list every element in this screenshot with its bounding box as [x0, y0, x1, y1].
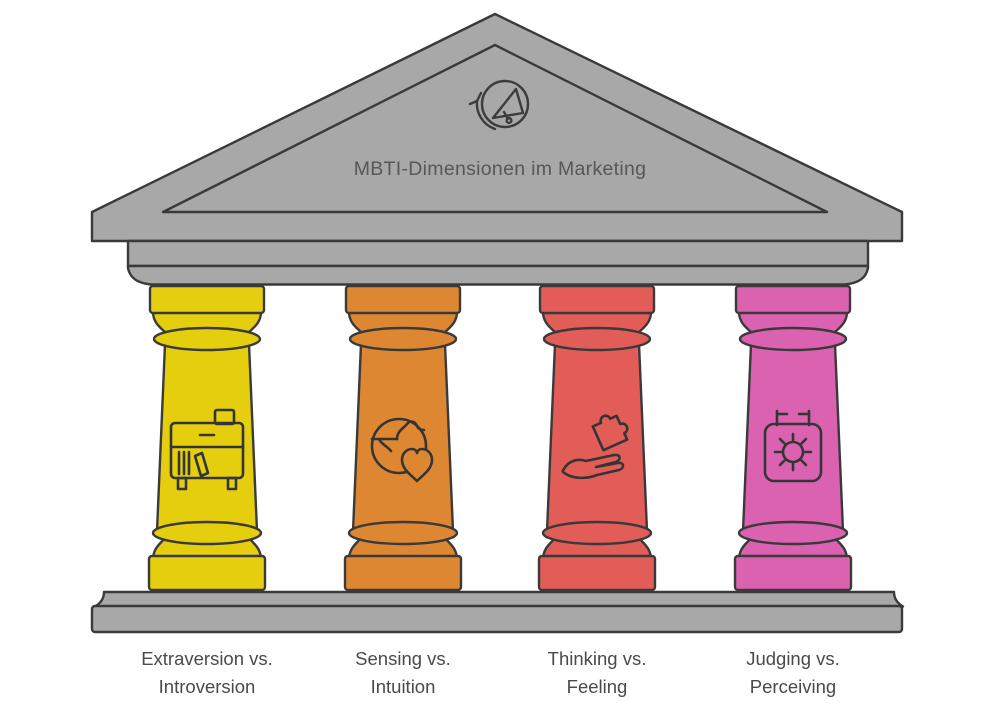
architrave-molding — [126, 264, 870, 286]
pillar-torus-top — [738, 326, 848, 352]
pillar-torus-top — [152, 326, 262, 352]
hand-puzzle-icon — [561, 414, 629, 480]
pediment-shape — [90, 12, 904, 243]
pillar-label-line2: Intuition — [370, 676, 436, 697]
pediment-inner-outline — [161, 43, 829, 214]
pillar-label-sensing-intuition: Sensing vs. Intuition — [308, 645, 498, 701]
pillar-shaft — [351, 342, 455, 533]
heart-shape — [400, 447, 434, 483]
pillar-abacus — [148, 284, 266, 315]
pillar-label-judging-perceiving: Judging vs. Perceiving — [698, 645, 888, 701]
pillar-torus-bottom — [737, 520, 849, 546]
pillar-sensing-intuition — [343, 284, 463, 592]
pillar-judging-perceiving — [733, 284, 853, 592]
pillar-plinth — [537, 554, 657, 592]
pillar-label-line1: Extraversion vs. — [141, 648, 273, 669]
pillar-label-line1: Judging vs. — [746, 648, 840, 669]
pillar-abacus — [734, 284, 852, 315]
pillar-plinth — [733, 554, 853, 592]
base-platform — [90, 590, 905, 634]
pillar-plinth — [343, 554, 463, 592]
pillar-abacus — [344, 284, 462, 315]
pillar-label-line2: Perceiving — [749, 676, 837, 697]
pillar-torus-top — [542, 326, 652, 352]
calendar-sun-icon — [763, 409, 823, 483]
pillar-label-line2: Introversion — [158, 676, 256, 697]
architrave-band — [126, 239, 870, 268]
pillar-extraversion-introversion — [147, 284, 267, 592]
base-step — [93, 590, 905, 608]
pillar-label-thinking-feeling: Thinking vs. Feeling — [502, 645, 692, 701]
megaphone-refresh-icon — [468, 79, 530, 131]
pillar-torus-top — [348, 326, 458, 352]
pillar-label-line1: Thinking vs. — [547, 648, 647, 669]
pillar-label-line2: Feeling — [566, 676, 628, 697]
pillar-plinth — [147, 554, 267, 592]
pillar-torus-bottom — [541, 520, 653, 546]
pediment-title: MBTI-Dimensionen im Marketing — [353, 158, 647, 180]
globe-heart-icon — [370, 417, 434, 483]
pillar-torus-bottom — [151, 520, 263, 546]
pillar-label-extraversion-introversion: Extraversion vs. Introversion — [112, 645, 302, 701]
sideboard-icon — [169, 408, 245, 491]
pillar-torus-bottom — [347, 520, 459, 546]
pediment — [90, 12, 904, 286]
pillar-abacus — [538, 284, 656, 315]
pillar-label-line1: Sensing vs. — [355, 648, 451, 669]
base-slab — [90, 604, 904, 634]
pillar-thinking-feeling — [537, 284, 657, 592]
